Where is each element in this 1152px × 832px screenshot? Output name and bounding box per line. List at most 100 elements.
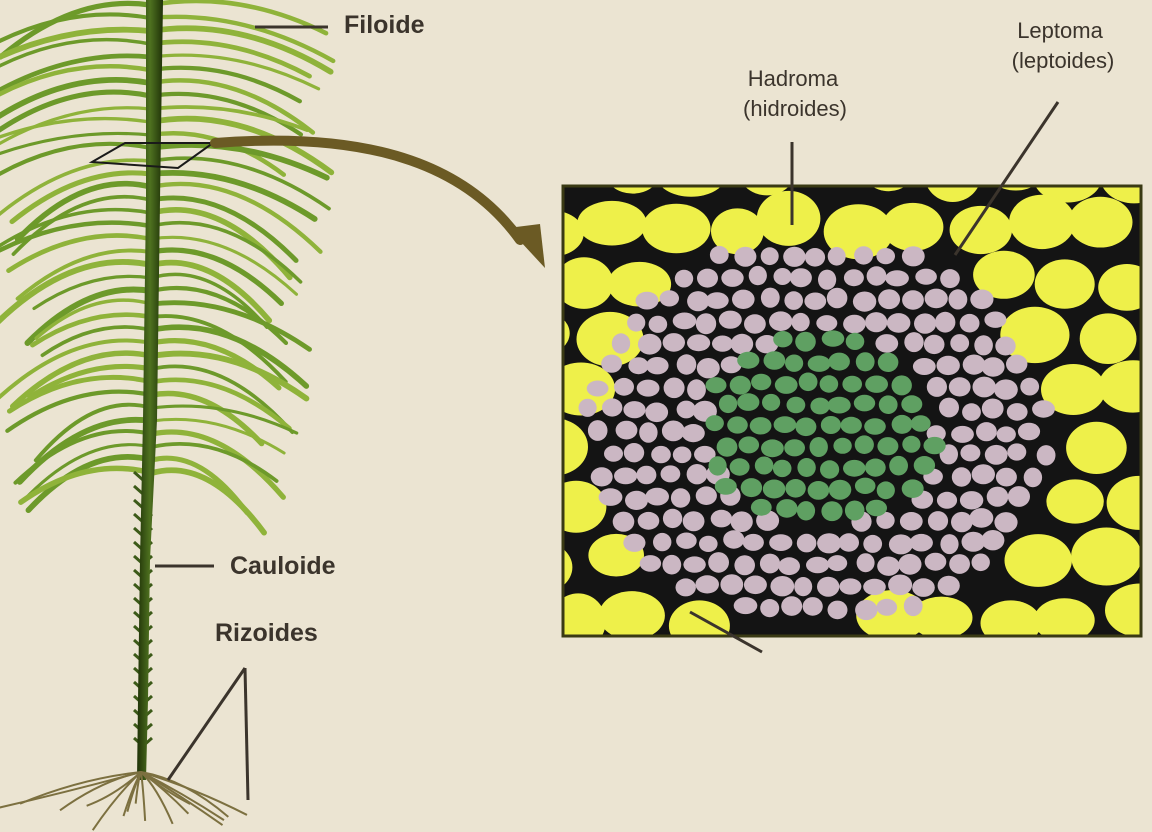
cell: [1036, 445, 1056, 466]
cell: [936, 355, 960, 376]
cell: [639, 422, 658, 443]
cell: [563, 186, 578, 188]
leptoides-label: (leptoides): [1011, 48, 1115, 73]
cell: [819, 375, 839, 393]
cell: [721, 269, 744, 287]
cell: [891, 414, 913, 434]
rizoides-label: Rizoides: [215, 619, 318, 647]
cell: [773, 331, 793, 348]
cell: [676, 400, 696, 419]
cell: [797, 458, 816, 477]
cell: [839, 578, 862, 595]
cell: [823, 204, 894, 260]
leaf: [0, 53, 153, 93]
cell: [1009, 194, 1076, 250]
leaf: [148, 350, 310, 402]
cell: [936, 491, 958, 509]
cell: [971, 553, 990, 572]
cell: [635, 291, 659, 310]
cell: [661, 420, 685, 442]
cell: [996, 426, 1016, 443]
cell: [913, 456, 936, 475]
cell: [828, 352, 850, 371]
cell: [723, 530, 745, 549]
cell: [712, 335, 733, 352]
section-arrow: [210, 135, 545, 268]
cell: [959, 313, 980, 333]
cell: [856, 553, 875, 573]
cell: [628, 357, 649, 375]
cell: [672, 312, 697, 330]
cell: [915, 268, 937, 285]
cell: [981, 530, 1005, 551]
leaf: [150, 404, 299, 435]
leaf: [148, 207, 293, 281]
cross-section: [561, 184, 1143, 638]
cell: [865, 458, 886, 477]
cell: [708, 456, 727, 476]
cell: [961, 531, 986, 552]
cell: [1007, 443, 1027, 461]
cell: [1000, 306, 1070, 364]
cell: [740, 478, 763, 498]
cell: [625, 490, 648, 510]
cell: [959, 491, 984, 510]
cell: [1032, 400, 1055, 418]
cell: [770, 576, 795, 597]
cell: [821, 501, 843, 522]
cell: [853, 394, 876, 412]
cell: [939, 397, 959, 418]
cell: [817, 533, 842, 554]
leaf: [5, 389, 154, 433]
cell: [971, 464, 995, 485]
leaf: [9, 350, 155, 410]
cell: [611, 186, 654, 194]
leaf: [25, 454, 155, 514]
cell: [662, 333, 685, 352]
leaf: [0, 106, 153, 146]
cell: [949, 554, 970, 574]
cell: [827, 555, 848, 572]
leaf: [148, 105, 310, 132]
cell: [598, 591, 665, 636]
cell: [1006, 354, 1028, 374]
cell: [623, 533, 646, 552]
cell: [1079, 313, 1137, 365]
cell: [563, 419, 588, 475]
cell: [611, 333, 631, 354]
cell: [877, 437, 899, 456]
cell-grid: [563, 186, 1141, 636]
cell: [776, 499, 798, 518]
cell: [809, 437, 828, 457]
rhizoid: [140, 771, 229, 818]
rhizoid: [140, 771, 225, 821]
cell: [914, 313, 937, 334]
cell: [865, 312, 888, 333]
cell: [795, 331, 816, 352]
cell: [871, 186, 906, 192]
cell: [598, 488, 623, 506]
cell: [889, 455, 908, 476]
cell: [762, 479, 786, 499]
cell: [863, 578, 886, 596]
cell: [984, 444, 1008, 465]
cell: [909, 533, 933, 552]
cell: [590, 467, 613, 487]
cell: [694, 445, 716, 463]
cell: [774, 376, 798, 394]
cell: [962, 403, 981, 421]
cell: [820, 460, 840, 479]
cell: [891, 375, 912, 396]
leaf: [0, 207, 153, 248]
cell: [612, 511, 635, 532]
cell: [877, 352, 899, 372]
cell: [769, 534, 793, 551]
cell: [937, 575, 960, 596]
rhizoid: [59, 771, 142, 812]
cell: [738, 436, 760, 454]
cell: [833, 437, 852, 454]
cell: [951, 511, 973, 533]
cell: [730, 511, 753, 532]
rhizoid: [91, 771, 142, 831]
cell: [682, 511, 705, 532]
